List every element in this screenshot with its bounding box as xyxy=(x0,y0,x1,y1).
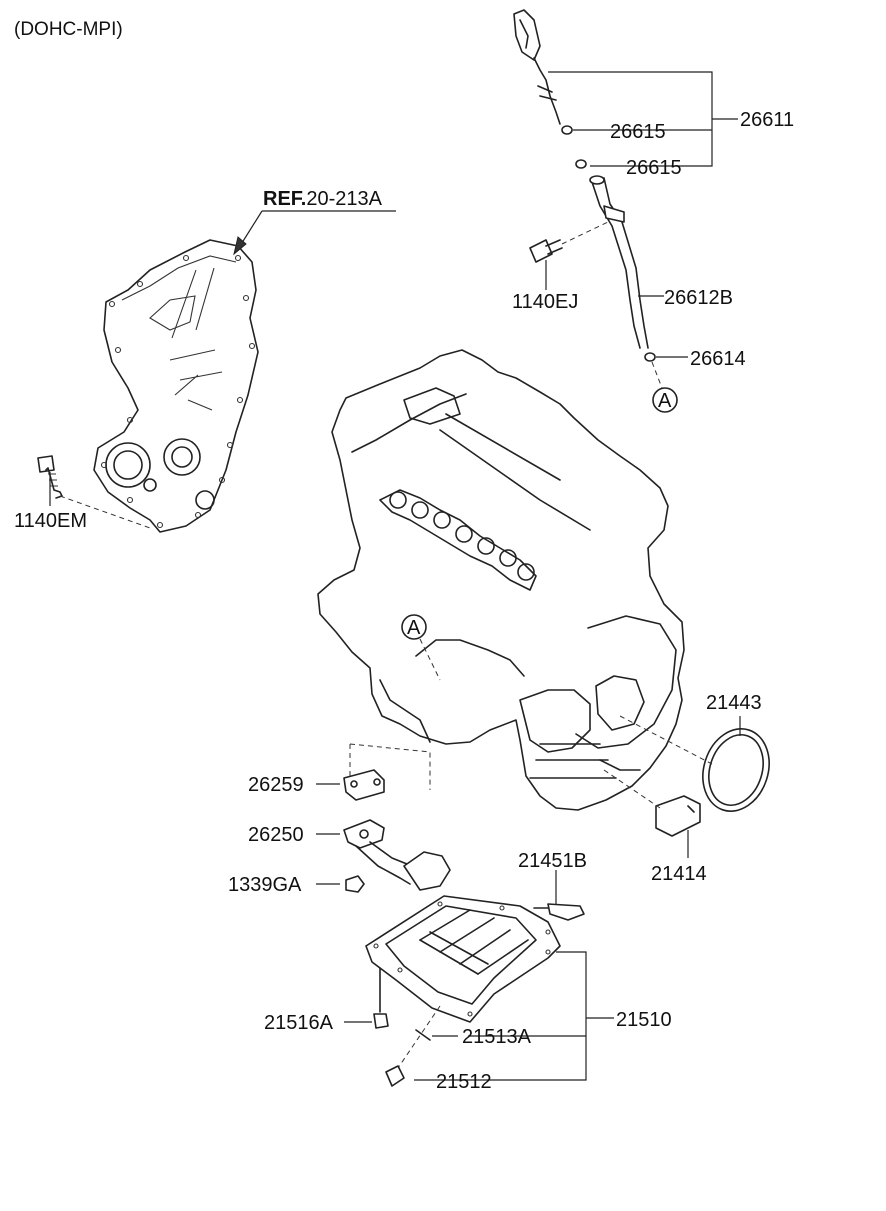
part-label-1140em: 1140EM xyxy=(14,510,87,532)
bracket-26611 xyxy=(548,71,738,167)
bolt-1140em-guide xyxy=(59,495,151,529)
o-ring-26615-upper xyxy=(561,125,573,135)
reference-label: REF.20-213A xyxy=(263,188,383,210)
o-ring-26614 xyxy=(644,352,656,362)
drain-gasket-21513a xyxy=(415,1029,431,1041)
callout-a-block: A xyxy=(407,617,421,639)
part-label-21513a: 21513A xyxy=(462,1026,532,1048)
gasket-26259 xyxy=(343,769,385,801)
nut-1339ga xyxy=(345,875,365,893)
part-label-1339ga: 1339GA xyxy=(228,874,302,896)
part-label-26615-lower: 26615 xyxy=(626,157,682,179)
part-label-1140ej: 1140EJ xyxy=(512,291,578,313)
part-label-26615-upper: 26615 xyxy=(610,121,666,143)
reference-leader xyxy=(239,210,396,247)
dipstick-drawing xyxy=(513,9,561,125)
oil-pan-21510 xyxy=(365,895,561,1023)
part-label-26250: 26250 xyxy=(248,824,304,846)
drain-plug-21512 xyxy=(385,1005,441,1087)
part-label-26614: 26614 xyxy=(690,348,746,370)
rear-oil-seal-21443 xyxy=(702,728,770,812)
reference-arrowhead xyxy=(233,236,247,256)
plug-21414 xyxy=(655,795,701,837)
part-label-21512: 21512 xyxy=(436,1071,492,1093)
engine-block-drawing xyxy=(317,349,685,811)
part-label-21443: 21443 xyxy=(706,692,762,714)
part-label-21451b: 21451B xyxy=(518,850,587,872)
engine-variant-title: (DOHC-MPI) xyxy=(14,19,123,40)
part-label-26611: 26611 xyxy=(740,109,794,131)
part-label-21516a: 21516A xyxy=(264,1012,334,1034)
part-label-26259: 26259 xyxy=(248,774,304,796)
guide-tube-26612b-drawing xyxy=(589,175,649,349)
part-label-21414: 21414 xyxy=(651,863,707,885)
callout-a-top: A xyxy=(658,390,672,412)
oil-strainer-26250 xyxy=(343,819,451,891)
timing-cover-drawing xyxy=(93,239,259,533)
o-ring-26615-lower xyxy=(575,159,587,169)
part-label-21510: 21510 xyxy=(616,1009,672,1031)
bolt-1140ej-drawing xyxy=(529,239,563,263)
bracket-21510 xyxy=(414,951,614,1081)
callout-a-block-circle xyxy=(401,614,427,640)
callout-a-top-circle xyxy=(652,387,678,413)
part-label-26612b: 26612B xyxy=(664,287,733,309)
bolt-21516a xyxy=(373,967,389,1029)
sensor-21451b xyxy=(533,903,585,921)
